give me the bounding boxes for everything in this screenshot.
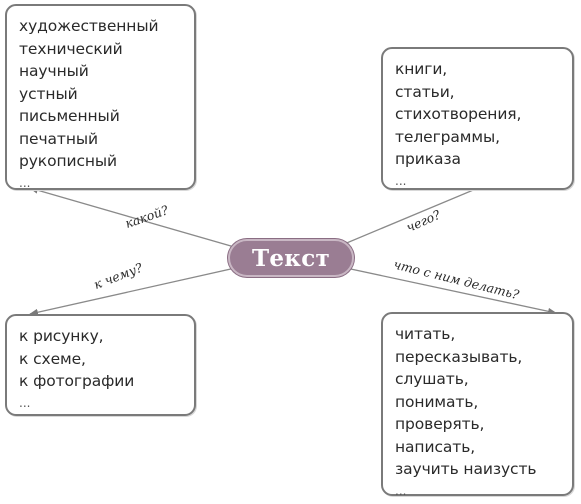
list-item: художественный — [19, 17, 159, 35]
list-item: к рисунку, — [19, 327, 104, 345]
box-text-sources: книги, статьи, стихотворения, телеграммы… — [381, 47, 574, 190]
list-item: приказа — [395, 150, 461, 168]
center-node: Текст — [228, 239, 354, 277]
text-actions-list: читать, пересказывать, слушать, понимать… — [395, 323, 572, 481]
ellipsis: ... — [395, 173, 407, 188]
center-label: Текст — [251, 244, 331, 272]
list-item: к схеме, — [19, 349, 86, 368]
box-text-types: художественный технический научный устны… — [5, 4, 196, 190]
list-item: стихотворения, — [395, 105, 522, 123]
list-item: научный — [19, 62, 89, 80]
list-item: понимать, — [395, 392, 479, 411]
list-item: устный — [19, 84, 78, 103]
list-item: книги, — [395, 60, 448, 78]
text-types-list: художественный технический научный устны… — [19, 15, 194, 173]
list-item: написать, — [395, 437, 476, 456]
list-item: проверять, — [395, 415, 485, 433]
list-item: печатный — [19, 129, 99, 148]
list-item: слушать, — [395, 370, 469, 388]
box-text-actions: читать, пересказывать, слушать, понимать… — [381, 312, 574, 498]
list-item: рукописный — [19, 152, 118, 170]
list-item: пересказывать, — [395, 347, 523, 366]
list-item: к фотографии — [19, 372, 135, 390]
list-item: статьи, — [395, 82, 455, 101]
list-item: письменный — [19, 107, 120, 125]
list-item: технический — [19, 39, 123, 58]
arrow-to-bottom-right — [317, 261, 557, 315]
ellipsis: ... — [19, 175, 31, 190]
arrow-to-bottom-left — [29, 261, 263, 316]
box-text-attachments: к рисунку, к схеме, к фотографии ... — [5, 314, 196, 416]
list-item: заучить наизусть — [395, 460, 537, 478]
list-item: телеграммы, — [395, 127, 500, 146]
ellipsis: ... — [19, 395, 31, 410]
text-sources-list: книги, статьи, стихотворения, телеграммы… — [395, 58, 572, 171]
arrow-to-top-left — [29, 186, 263, 256]
ellipsis: ... — [395, 483, 407, 498]
text-attachments-list: к рисунку, к схеме, к фотографии — [19, 325, 194, 393]
list-item: читать, — [395, 325, 456, 343]
